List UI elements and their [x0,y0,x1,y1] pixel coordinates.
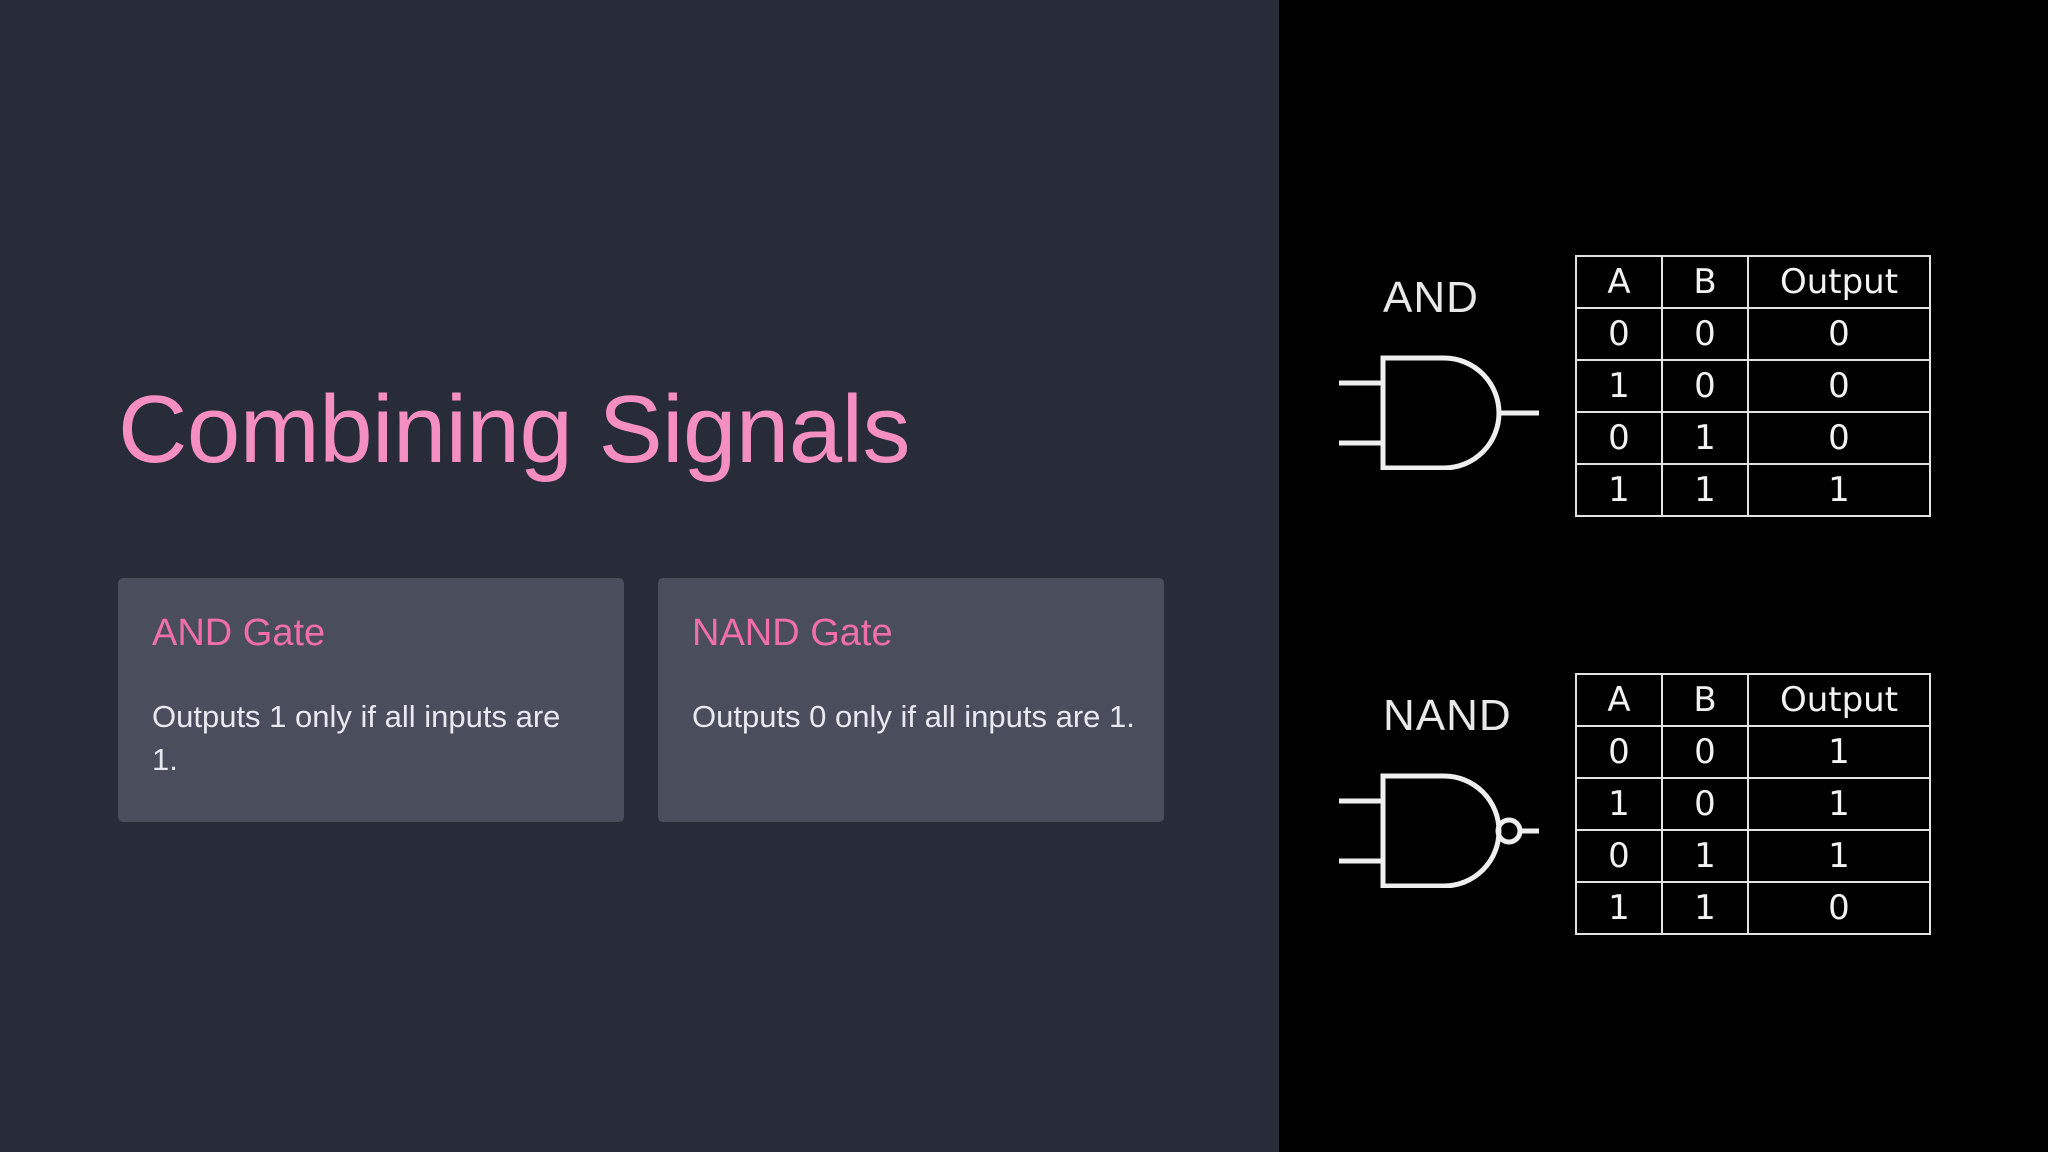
col-header-a: A [1575,673,1663,727]
and-truth-table-wrap: A B Output 0 0 0 1 0 [1575,255,1931,517]
cell-b: 0 [1661,777,1749,831]
nand-truth-table: A B Output 0 0 1 1 0 [1575,673,1931,935]
table-row: 0 0 0 [1575,307,1931,361]
card-and-gate: AND Gate Outputs 1 only if all inputs ar… [118,578,624,822]
cell-output: 0 [1747,881,1931,935]
nand-truth-table-wrap: A B Output 0 0 1 1 0 [1575,673,1931,935]
cell-b: 1 [1661,411,1749,465]
table-header-row: A B Output [1575,255,1931,309]
table-row: 1 1 1 [1575,463,1931,517]
cell-a: 1 [1575,777,1663,831]
cell-output: 0 [1747,411,1931,465]
nand-gate-symbol-icon [1338,768,1542,893]
cell-b: 1 [1661,463,1749,517]
page-title: Combining Signals [118,376,910,484]
card-nand-gate-title: NAND Gate [692,612,893,654]
cell-b: 0 [1661,725,1749,779]
and-gate-symbol-icon [1338,350,1542,475]
cell-a: 0 [1575,829,1663,883]
table-row: 0 1 1 [1575,829,1931,883]
cell-output: 1 [1747,777,1931,831]
and-gate-label: AND [1383,273,1479,322]
table-row: 1 0 0 [1575,359,1931,413]
and-truth-table: A B Output 0 0 0 1 0 [1575,255,1931,517]
cell-a: 0 [1575,411,1663,465]
cell-b: 1 [1661,881,1749,935]
content-panel: Combining Signals AND Gate Outputs 1 onl… [118,376,1168,822]
cell-b: 1 [1661,829,1749,883]
cell-a: 1 [1575,881,1663,935]
table-header-row: A B Output [1575,673,1931,727]
col-header-output: Output [1747,673,1931,727]
card-and-gate-body: Outputs 1 only if all inputs are 1. [152,699,561,777]
cell-b: 0 [1661,307,1749,361]
col-header-a: A [1575,255,1663,309]
col-header-output: Output [1747,255,1931,309]
cell-a: 1 [1575,463,1663,517]
nand-gate-label: NAND [1383,691,1512,740]
cell-b: 0 [1661,359,1749,413]
table-row: 0 1 0 [1575,411,1931,465]
cell-output: 1 [1747,829,1931,883]
card-nand-gate: NAND Gate Outputs 0 only if all inputs a… [658,578,1164,822]
table-row: 1 0 1 [1575,777,1931,831]
cell-output: 0 [1747,307,1931,361]
logic-gate-figure-panel: AND [1279,0,2048,1152]
cell-output: 1 [1747,463,1931,517]
col-header-b: B [1661,255,1749,309]
cell-a: 0 [1575,307,1663,361]
table-row: 0 0 1 [1575,725,1931,779]
cell-a: 0 [1575,725,1663,779]
cell-a: 1 [1575,359,1663,413]
cell-output: 1 [1747,725,1931,779]
col-header-b: B [1661,673,1749,727]
card-nand-gate-body: Outputs 0 only if all inputs are 1. [692,699,1135,734]
gate-cards-row: AND Gate Outputs 1 only if all inputs ar… [118,578,1168,822]
cell-output: 0 [1747,359,1931,413]
card-and-gate-title: AND Gate [152,612,326,654]
table-row: 1 1 0 [1575,881,1931,935]
